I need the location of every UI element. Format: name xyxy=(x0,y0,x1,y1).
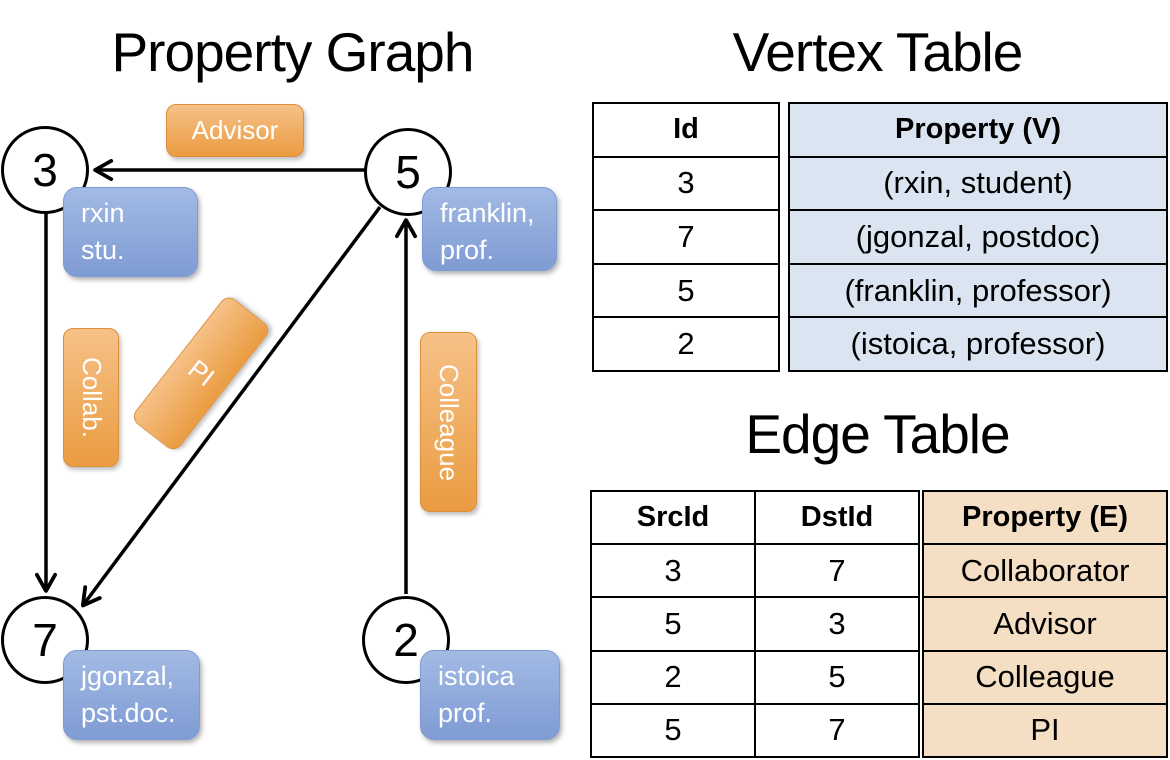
vertex-table-title: Vertex Table xyxy=(732,21,1024,83)
graph-node-5: 5 xyxy=(364,128,452,216)
node-id-label: 2 xyxy=(393,614,419,666)
edge-table-dstid-header: DstId xyxy=(754,492,918,544)
edge-label-advisor: Advisor xyxy=(166,104,304,157)
vertex-property-line: pst.doc. xyxy=(81,698,176,728)
vertex-table-property-cell: (jgonzal, postdoc) xyxy=(790,209,1166,263)
edge-table-srcid-header: SrcId xyxy=(636,501,710,534)
edge-table-dstid-cell: 7 xyxy=(754,704,918,757)
edge-table-dstid-cell: 7 xyxy=(754,545,918,597)
node-id-label: 3 xyxy=(32,144,58,196)
graph-edges-layer xyxy=(35,159,417,608)
edge-table-row: 3 7 xyxy=(592,543,918,597)
edge-table-dstid-cell: 3 xyxy=(754,598,918,650)
vertex-table-property-cell: (franklin, professor) xyxy=(790,262,1166,317)
vertex-property-line: jgonzal, xyxy=(81,661,175,691)
edge-table-id-columns: SrcId DstId 3 7 5 3 2 5 5 7 xyxy=(590,490,920,758)
edge-table-dstid-cell: 5 xyxy=(754,651,918,703)
node-id-label: 7 xyxy=(32,614,58,666)
edge-table-srcid-cell: 2 xyxy=(664,659,682,695)
vertex-table-id-cell: 7 xyxy=(594,209,778,263)
edge-table-property-cell: PI xyxy=(924,702,1166,756)
vertex-table-id-cell: 2 xyxy=(594,316,778,370)
vertex-property-box-5: franklin, prof. xyxy=(422,187,557,271)
vertex-table-id-cell: 3 xyxy=(594,155,778,210)
edge-arrow-5-to-7 xyxy=(80,205,382,608)
vertex-property-line: prof. xyxy=(440,235,495,265)
edge-label-text: PI xyxy=(182,353,221,393)
edge-table-row: 2 5 xyxy=(592,649,918,703)
vertex-table-property-header: Property (V) xyxy=(895,113,1061,146)
edge-table-property-header: Property (E) xyxy=(962,501,1128,534)
edge-label-colleague: Colleague xyxy=(420,332,477,512)
vertex-property-line: rxin xyxy=(81,198,125,228)
vertex-property-line: prof. xyxy=(438,698,493,728)
vertex-table-id-header: Id xyxy=(673,113,699,146)
edge-label-collab: Collab. xyxy=(63,328,119,467)
node-id-label: 5 xyxy=(395,146,421,198)
edge-label-text: Advisor xyxy=(191,115,279,145)
vertex-property-box-7: jgonzal, pst.doc. xyxy=(63,650,200,740)
edge-table-row: 5 7 xyxy=(592,702,918,757)
vertex-table-id-column: Id 3 7 5 2 xyxy=(592,102,780,372)
edge-table-srcid-cell: 5 xyxy=(664,606,682,641)
vertex-table-property-column: Property (V) (rxin, student) (jgonzal, p… xyxy=(788,102,1168,372)
edge-table-srcid-cell: 3 xyxy=(664,552,682,588)
edge-label-text: Colleague xyxy=(434,363,464,481)
edge-table-srcid-cell: 5 xyxy=(664,712,682,748)
vertex-table-id-cell: 5 xyxy=(594,262,778,317)
property-graph-title: Property Graph xyxy=(111,21,474,83)
graph-node-2: 2 xyxy=(362,596,450,684)
edge-table-property-cell: Collaborator xyxy=(924,543,1166,596)
vertex-property-box-2: istoica prof. xyxy=(420,650,560,740)
edge-table-row: 5 3 xyxy=(592,596,918,650)
vertex-property-line: franklin, xyxy=(440,198,535,228)
edge-table-property-cell: Advisor xyxy=(924,596,1166,649)
vertex-property-line: stu. xyxy=(81,235,125,265)
edge-table-property-cell: Colleague xyxy=(924,649,1166,703)
edge-table-property-column: Property (E) Collaborator Advisor Collea… xyxy=(922,490,1168,758)
vertex-table-property-cell: (istoica, professor) xyxy=(790,316,1166,370)
vertex-property-box-3: rxin stu. xyxy=(63,187,198,277)
vertex-property-line: istoica xyxy=(438,661,515,691)
edge-table-title: Edge Table xyxy=(745,403,1010,465)
edge-label-text: Collab. xyxy=(76,357,107,438)
vertex-table-property-cell: (rxin, student) xyxy=(790,155,1166,210)
